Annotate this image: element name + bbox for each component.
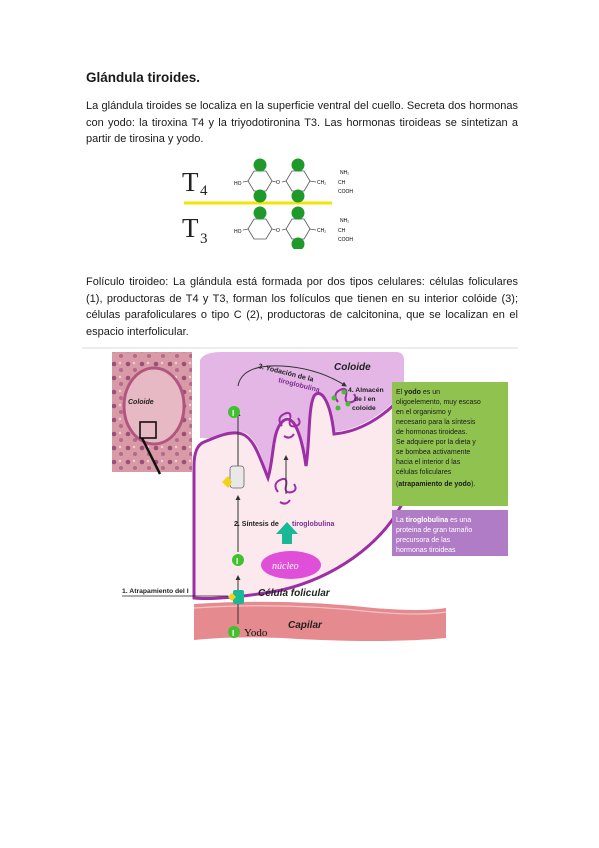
step4-line3: coloide xyxy=(352,405,376,412)
svg-text:hormonas tiroideas: hormonas tiroideas xyxy=(396,547,456,554)
svg-text:precursora de las: precursora de las xyxy=(396,537,451,544)
transport-star-icon xyxy=(222,476,232,488)
svg-text:CH₂: CH₂ xyxy=(317,180,326,186)
iodinated-thyroglobulin-icon xyxy=(331,387,357,411)
t3-molecule: HO O CH₂ CH NH₂ COOH xyxy=(234,206,353,249)
svg-text:células foliculares: células foliculares xyxy=(396,469,452,476)
t4-molecule: HO O CH₂ CH NH₂ COOH xyxy=(234,158,353,203)
iodine-atom xyxy=(253,206,267,220)
svg-text:HO: HO xyxy=(234,229,242,235)
iodine-atom xyxy=(291,206,305,220)
micrograph-inset: Coloide xyxy=(112,352,192,475)
yodo-info-box: El yodo es un oligoelemento, muy escaso … xyxy=(392,382,508,506)
basal-transporter xyxy=(233,590,244,604)
step2-label: 2. Síntesis de xyxy=(234,521,279,528)
svg-text:en el organismo y: en el organismo y xyxy=(396,409,452,416)
svg-text:O: O xyxy=(276,228,280,234)
synthesis-arrow-icon xyxy=(276,522,298,544)
capillary xyxy=(194,601,446,641)
page-title: Glándula tiroides. xyxy=(86,70,201,85)
follicle-diagram: Coloide Coloide Capilar núcleo Célula fo… xyxy=(82,347,518,641)
svg-text:se bombea activamente: se bombea activamente xyxy=(396,449,470,456)
iodine-bottom: I xyxy=(228,626,240,638)
svg-text:I: I xyxy=(232,629,234,638)
svg-text:La tiroglobulina es una: La tiroglobulina es una xyxy=(396,517,471,524)
step2-tiroglobulina: tiroglobulina xyxy=(292,521,334,528)
svg-text:NH₂: NH₂ xyxy=(340,218,349,224)
iodine-atom xyxy=(291,237,305,249)
svg-text:necesario para la síntesis: necesario para la síntesis xyxy=(396,419,476,426)
iodine-atom xyxy=(291,189,305,203)
svg-text:HO: HO xyxy=(234,181,242,187)
micrograph-coloid-label: Coloide xyxy=(128,399,154,406)
coloid-region xyxy=(200,352,404,476)
t3-subscript: 3 xyxy=(200,231,208,247)
svg-text:COOH: COOH xyxy=(338,237,353,243)
svg-text:CH₂: CH₂ xyxy=(317,228,326,234)
svg-text:Se adquiere por la dieta y: Se adquiere por la dieta y xyxy=(396,439,476,446)
svg-text:CH: CH xyxy=(338,228,346,234)
svg-text:hacia el interior d las: hacia el interior d las xyxy=(396,459,461,466)
svg-text:COOH: COOH xyxy=(338,189,353,195)
follicle-paragraph: Folículo tiroideo: La glándula está form… xyxy=(86,276,518,338)
cell-label: Célula folicular xyxy=(258,588,331,599)
step4-line2: de I en xyxy=(354,396,376,403)
svg-text:de hormonas tiroideas.: de hormonas tiroideas. xyxy=(396,429,467,436)
svg-text:CH: CH xyxy=(338,180,346,186)
hormone-structure-figure: T 4 T 3 HO O CH₂ CH NH₂ COOH HO O CH₂ CH… xyxy=(182,158,353,249)
t3-label: T xyxy=(182,213,199,243)
iodine-atom xyxy=(253,158,267,172)
iodine-top: I xyxy=(228,406,240,418)
iodine-atom xyxy=(291,158,305,172)
svg-text:oligoelemento, muy escaso: oligoelemento, muy escaso xyxy=(396,399,481,406)
iodination-arrow xyxy=(237,365,347,387)
t4-label: T xyxy=(182,167,199,197)
iodine-atom xyxy=(253,189,267,203)
svg-text:I: I xyxy=(236,557,238,566)
step4-line1: 4. Almacén xyxy=(348,387,384,394)
svg-text:proteina de gran tamaño: proteina de gran tamaño xyxy=(396,527,472,534)
t4-subscript: 4 xyxy=(200,183,208,199)
svg-text:O: O xyxy=(276,180,280,186)
intro-paragraph: La glándula tiroides se localiza en la s… xyxy=(86,100,518,145)
thyroglobulin-icon xyxy=(278,411,301,439)
yodo-label: Yodo xyxy=(244,627,268,639)
apical-transporter xyxy=(229,465,245,489)
follicular-cell xyxy=(192,389,406,601)
svg-text:I: I xyxy=(232,409,234,418)
nucleus xyxy=(261,551,321,579)
iodine-middle: I xyxy=(232,554,244,566)
capillary-label: Capilar xyxy=(288,620,323,631)
coloid-label: Coloide xyxy=(334,362,371,373)
step1-label: 1. Atrapamiento del I xyxy=(122,588,189,595)
transport-star-icon xyxy=(228,593,236,601)
svg-text:NH₂: NH₂ xyxy=(340,170,349,176)
svg-text:(atrapamiento de yodo).: (atrapamiento de yodo). xyxy=(396,481,475,488)
svg-text:El yodo es un: El yodo es un xyxy=(396,389,440,396)
zoom-box xyxy=(139,421,157,439)
zoom-line xyxy=(140,437,162,475)
nucleus-label: núcleo xyxy=(272,561,299,572)
tiroglobulina-info-box: La tiroglobulina es una proteina de gran… xyxy=(392,510,508,556)
